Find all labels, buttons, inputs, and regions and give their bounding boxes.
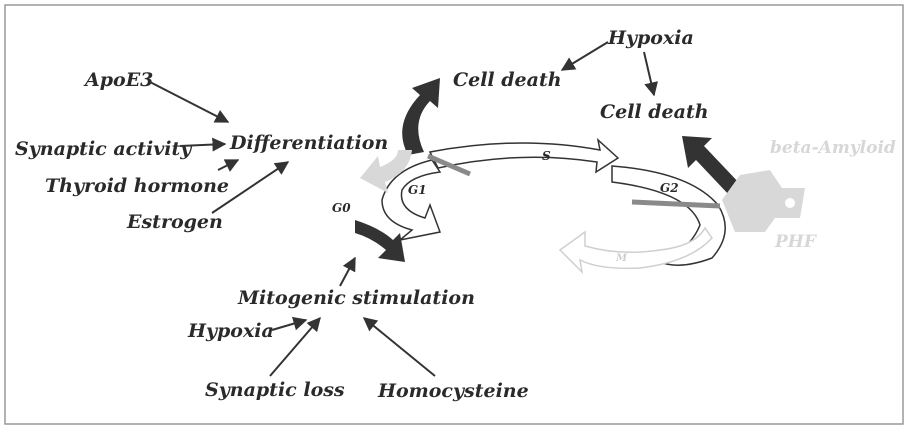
label-mitogenic-stimulation: Mitogenic stimulation [237,287,475,309]
label-cell-death-right: Cell death [600,101,709,123]
label-thyroid-hormone: Thyroid hormone [45,175,229,197]
label-s: S [542,149,551,163]
label-m: M [615,253,628,264]
label-synaptic-activity: Synaptic activity [15,138,193,160]
arrow-homocysteine-to-mitogenic [364,318,435,376]
arrow-thyroid-to-differentiation [218,160,238,170]
label-g2: G2 [660,181,679,195]
key-hole [785,198,795,208]
arrow-hypoxia-to-cell-death-left [562,42,608,70]
label-estrogen: Estrogen [126,211,223,233]
label-synaptic-loss: Synaptic loss [205,379,345,401]
arrow-hypoxia-to-cell-death-right [644,52,654,95]
arrow-hypoxia-to-mitogenic [272,320,306,330]
arrow-mitogenic-to-g0 [340,258,355,286]
label-g1: G1 [408,183,427,197]
m-phase-arrow [560,228,712,272]
label-g0: G0 [332,201,351,215]
dark-arrow-g1-up [402,78,440,155]
dark-arrow-g0 [355,220,405,262]
label-beta-amyloid: beta-Amyloid [770,138,896,158]
label-hypoxia-top: Hypoxia [607,27,694,49]
label-cell-death-left: Cell death [453,69,562,91]
label-apoe3: ApoE3 [83,69,153,91]
label-differentiation: Differentiation [229,132,388,154]
arrow-synaptic-loss-to-mitogenic [270,318,320,376]
label-hypoxia-bottom: Hypoxia [187,320,274,342]
arrow-apoe3-to-differentiation [150,82,228,122]
label-homocysteine: Homocysteine [377,380,529,402]
label-phf: PHF [774,232,818,252]
